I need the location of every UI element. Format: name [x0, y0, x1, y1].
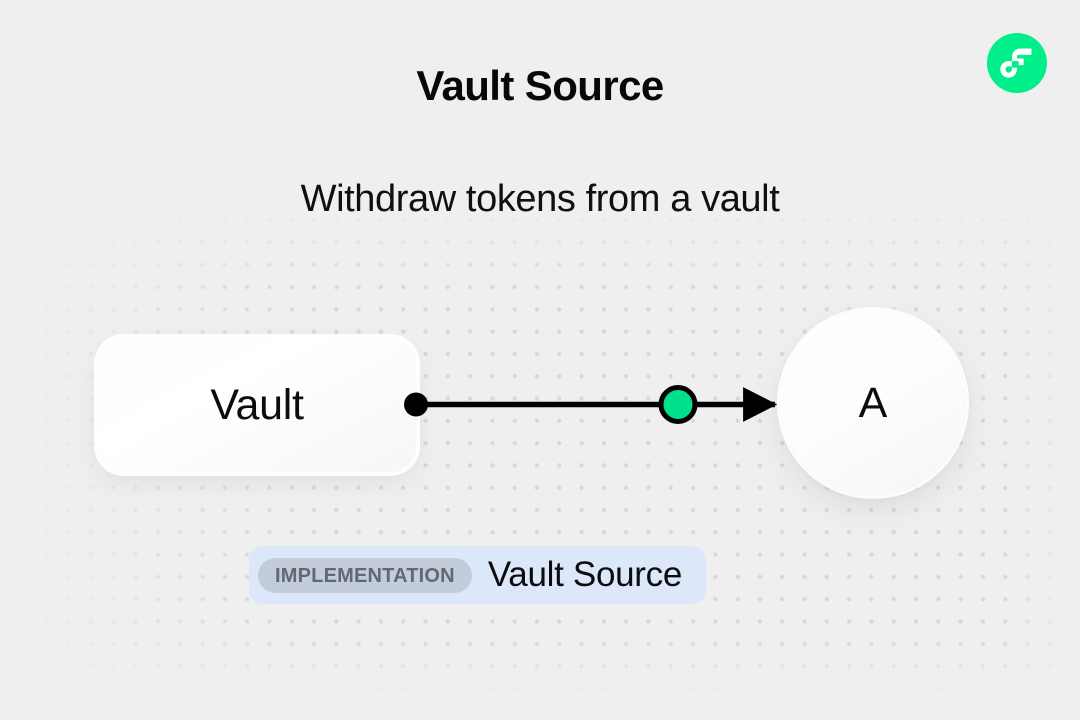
page-subtitle: Withdraw tokens from a vault [300, 178, 780, 220]
node-vault[interactable]: Vault [98, 338, 416, 472]
page-title: Vault Source [416, 62, 664, 109]
implementation-badge-tag: IMPLEMENTATION [258, 557, 472, 593]
implementation-badge-name: Vault Source [487, 555, 683, 594]
flow-logo-icon [987, 33, 1047, 93]
node-account-label: A [858, 378, 888, 427]
edge-midpoint-handle[interactable] [658, 385, 698, 424]
node-vault-label: Vault [210, 380, 304, 429]
node-account[interactable]: A [780, 310, 966, 496]
implementation-badge[interactable]: IMPLEMENTATION Vault Source [249, 546, 707, 604]
